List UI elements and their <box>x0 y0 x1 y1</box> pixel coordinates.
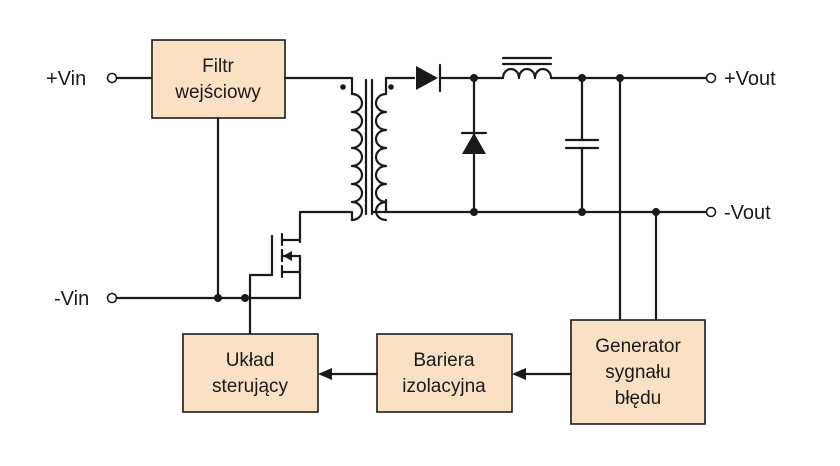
primary-winding <box>350 92 364 222</box>
barrier-label-1: Bariera <box>413 350 475 371</box>
control-circuit-block <box>182 333 319 413</box>
arrow-left-icon <box>512 368 526 380</box>
control-label-2: sterujący <box>212 376 289 397</box>
gate-drive-wire <box>248 273 274 336</box>
vout-plus-terminal <box>705 72 717 84</box>
secondary-polarity-dot <box>388 84 394 90</box>
output-inductor <box>501 56 553 80</box>
primary-top-wire <box>283 76 354 96</box>
error-signal-generator-block <box>570 319 706 425</box>
output-capacitor <box>564 138 600 150</box>
junction-dot <box>241 294 249 302</box>
vin-minus-rail <box>115 273 302 300</box>
primary-polarity-dot <box>340 84 346 90</box>
vin-minus-terminal <box>106 292 118 304</box>
junction-dot <box>470 208 478 216</box>
primary-bottom-wire <box>298 210 354 244</box>
rectifier-diode <box>416 63 442 93</box>
junction-dot <box>214 294 222 302</box>
isolation-barrier-block <box>376 333 513 413</box>
mosfet-switch <box>270 232 302 279</box>
generator-label-2: sygnału <box>605 362 671 383</box>
control-label-1: Układ <box>226 350 275 371</box>
freewheel-diode <box>460 131 488 154</box>
vout-minus-terminal <box>705 206 717 218</box>
vin-minus-label: -Vin <box>54 288 89 310</box>
input-filter-label-1: Filtr <box>202 56 234 77</box>
vin-plus-label: +Vin <box>46 68 86 90</box>
secondary-top-wire <box>384 76 416 96</box>
barrier-label-2: izolacyjna <box>402 376 486 397</box>
generator-label-3: błędu <box>615 388 662 409</box>
secondary-winding <box>374 92 388 222</box>
arrow-left-icon <box>318 368 332 380</box>
generator-label-1: Generator <box>595 336 681 357</box>
junction-dot <box>578 208 586 216</box>
vin-plus-terminal <box>106 72 118 84</box>
vout-plus-label: +Vout <box>724 68 776 90</box>
vout-minus-label: -Vout <box>724 202 771 224</box>
input-filter-block <box>151 39 286 119</box>
input-filter-label-2: wejściowy <box>174 82 261 103</box>
